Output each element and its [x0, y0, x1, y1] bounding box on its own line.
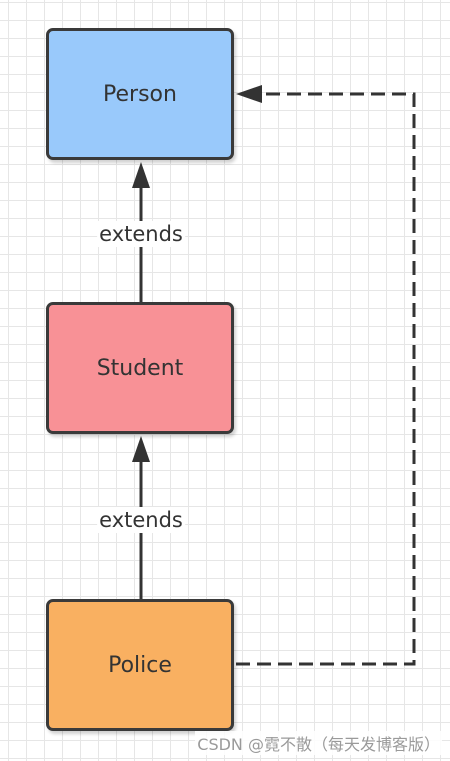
edge-police-to-person — [236, 92, 416, 666]
police-node: Police — [46, 599, 234, 731]
person-label: Person — [103, 81, 177, 107]
student-node: Student — [46, 302, 234, 434]
police-label: Police — [108, 652, 172, 678]
person-node: Person — [46, 28, 234, 160]
extends-label-student-person: extends — [97, 221, 185, 247]
extends-label-police-student: extends — [97, 507, 185, 533]
student-label: Student — [96, 355, 184, 381]
arrowhead-person-from-student — [132, 162, 150, 188]
arrowhead-person-from-police — [236, 85, 262, 103]
watermark-text: CSDN @霓不散（每天发博客版） — [195, 731, 442, 755]
arrowhead-student-from-police — [132, 436, 150, 462]
